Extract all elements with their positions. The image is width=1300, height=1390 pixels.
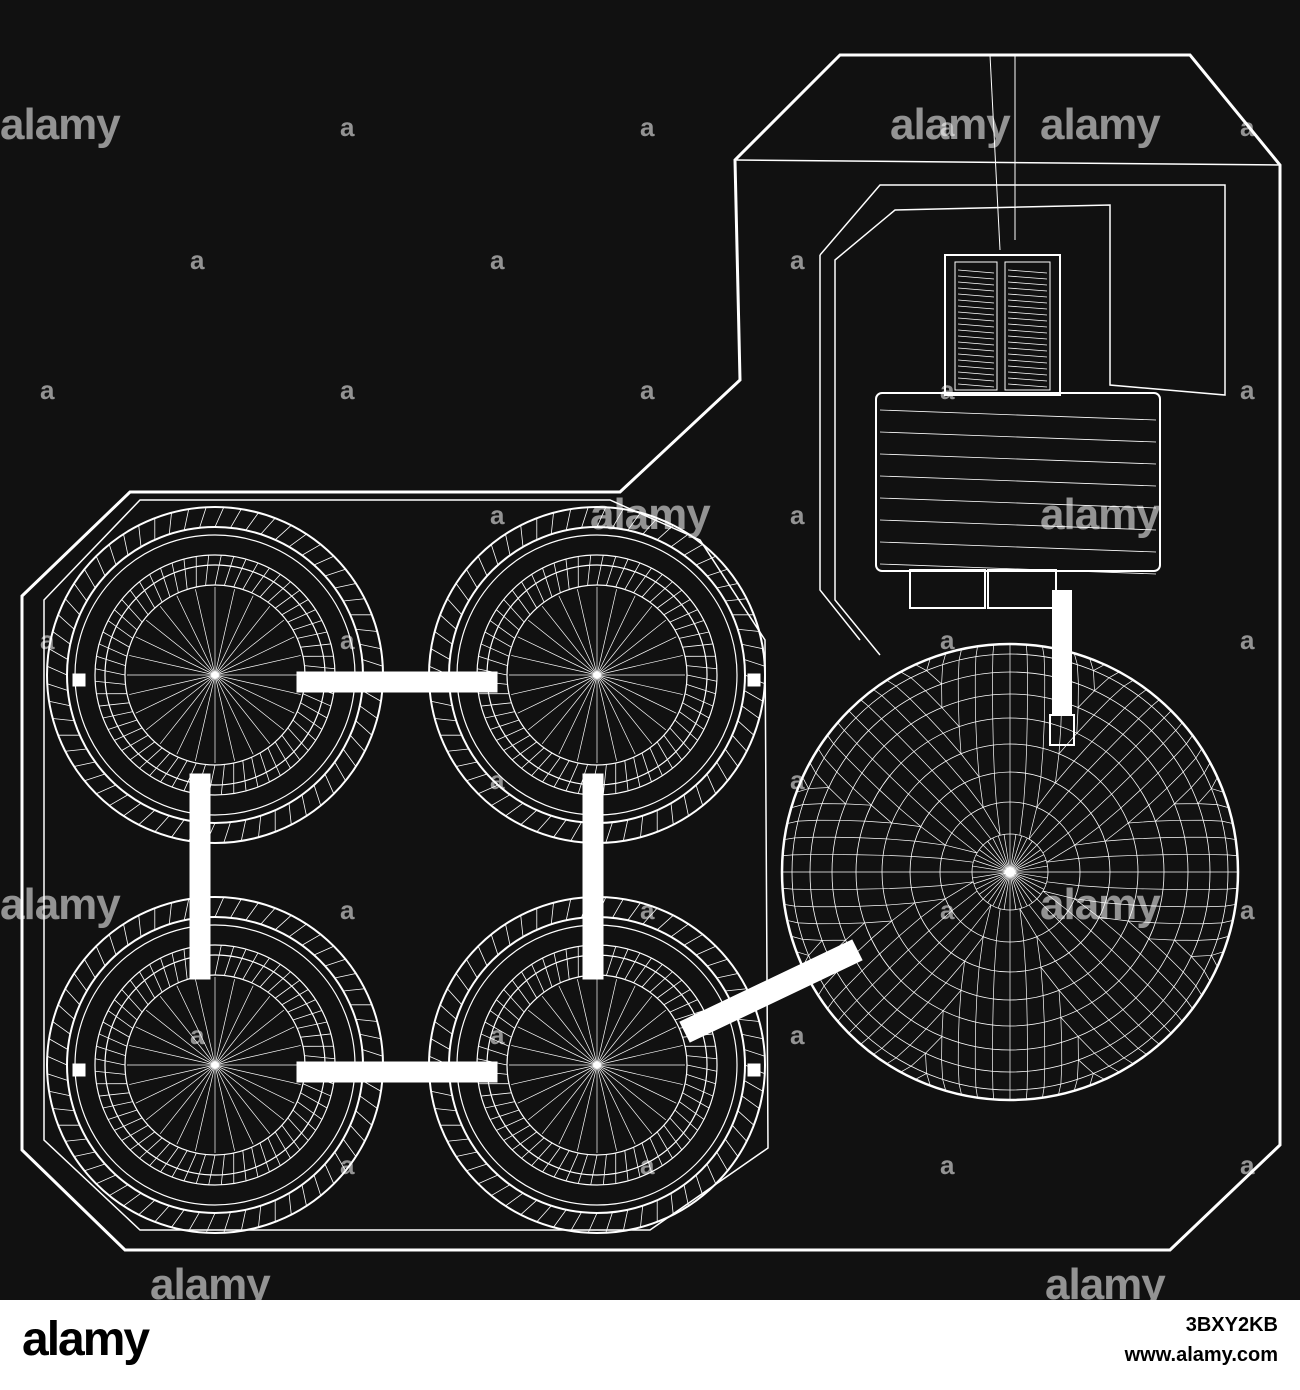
footer-url-link[interactable]: www.alamy.com <box>1124 1344 1278 1366</box>
upper-compartment <box>819 184 1226 656</box>
chassis-outline <box>20 53 1282 1252</box>
wireframe-drawing <box>20 53 1282 1252</box>
footer-logo[interactable]: alamy <box>22 1313 150 1366</box>
footer-bar: alamy 3BXY2KB www.alamy.com <box>0 1300 1300 1390</box>
connector-links <box>72 671 863 1083</box>
image-id-label: 3BXY2KB <box>1185 1314 1278 1336</box>
motor-housing <box>875 254 1161 746</box>
wheel-group <box>46 506 766 1234</box>
main-wheel <box>780 642 1240 1102</box>
